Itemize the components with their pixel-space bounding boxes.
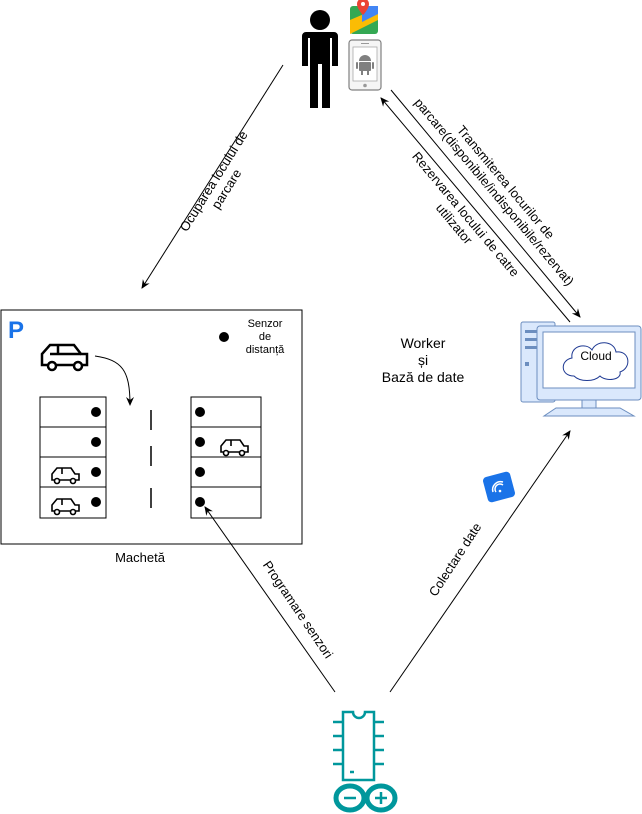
label-senzor-line1: Senzor	[247, 318, 283, 330]
android-phone-icon	[348, 39, 382, 91]
left-parking-row	[39, 396, 107, 519]
label-macheta: Machetă	[115, 550, 165, 565]
car-icon	[40, 343, 89, 372]
label-worker-line1: Worker	[400, 335, 446, 351]
wifi-icon	[483, 471, 515, 503]
sensor-dots	[91, 407, 205, 507]
label-worker-line2: și	[417, 352, 429, 368]
arrow-ocupare	[141, 64, 284, 289]
label-worker-line3: Bază de date	[381, 369, 465, 385]
label-worker: Worker și Bază de date	[378, 335, 468, 386]
person-icon	[302, 10, 338, 108]
arrow-colectare	[389, 430, 571, 693]
cloud-icon	[562, 342, 629, 381]
arrow-rezervare	[380, 97, 571, 323]
arrow-programare	[204, 506, 336, 693]
car-icon-small-2	[51, 498, 80, 516]
car-icon-small-3	[220, 439, 249, 457]
label-senzor-line3: distanță	[245, 344, 285, 356]
maps-icon	[350, 0, 378, 34]
label-parking-sign: P	[8, 317, 25, 344]
chip-icon	[333, 710, 384, 782]
arduino-icon	[333, 783, 398, 813]
car-icon-small-1	[51, 467, 80, 485]
label-senzor-line2: de	[258, 331, 272, 343]
label-sensor-legend: Senzor de distanță	[238, 318, 292, 357]
arrow-car-entry	[94, 355, 134, 406]
arrow-transmitere	[390, 89, 581, 318]
sensor-legend-dot	[219, 332, 229, 342]
label-cloud: Cloud	[580, 349, 612, 363]
right-parking-row	[190, 396, 262, 519]
